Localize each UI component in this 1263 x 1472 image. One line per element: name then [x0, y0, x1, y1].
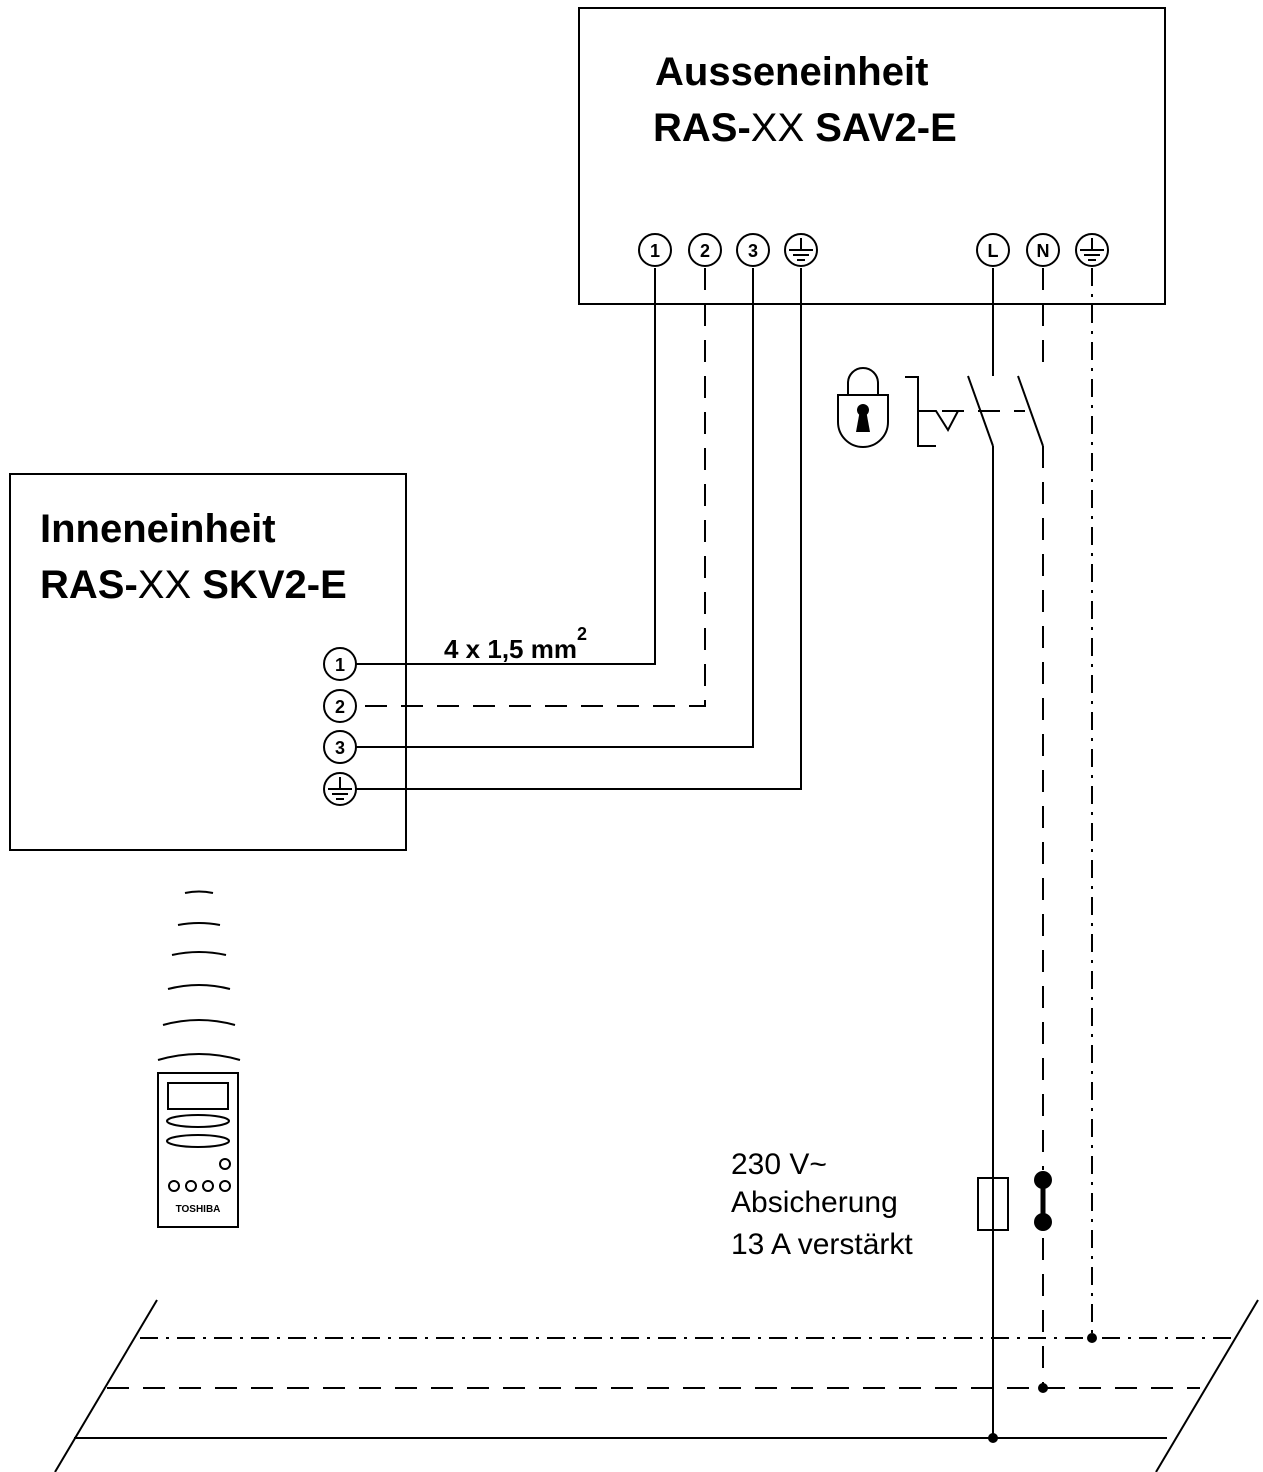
svg-text:N: N [1037, 241, 1050, 261]
remote-control-icon: TOSHIBA [157, 1072, 239, 1228]
indoor-unit-model: RAS-XX SKV2-E [40, 563, 347, 607]
cable-spec: 4 x 1,5 mm2 [444, 624, 587, 664]
svg-text:2: 2 [700, 241, 710, 261]
svg-text:L: L [988, 241, 999, 261]
neutral-link-icon [1033, 1170, 1053, 1234]
outdoor-terminal-1: 1 [638, 233, 672, 267]
padlock-icon [837, 367, 889, 448]
outdoor-terminal-2: 2 [688, 233, 722, 267]
indoor-terminal-2: 2 [323, 689, 357, 723]
svg-text:1: 1 [335, 655, 345, 675]
indoor-unit-box [9, 473, 407, 851]
outdoor-terminal-l: L [976, 233, 1010, 267]
wire-ground [356, 268, 802, 790]
indoor-unit-title: Inneneinheit [40, 507, 276, 551]
ground-icon [1075, 233, 1109, 267]
svg-text:2: 2 [335, 697, 345, 717]
isolator-switch [905, 375, 1044, 447]
fuse-icon [977, 1177, 1009, 1231]
svg-text:1: 1 [650, 241, 660, 261]
indoor-terminal-1: 1 [323, 647, 357, 681]
wire-3 [356, 268, 754, 748]
remote-brand: TOSHIBA [176, 1204, 221, 1215]
svg-text:3: 3 [335, 738, 345, 758]
indoor-terminal-3: 3 [323, 730, 357, 764]
wire-2 [356, 268, 706, 707]
supply-voltage: 230 V~ [731, 1148, 827, 1181]
outdoor-unit-title: Ausseneinheit [655, 50, 928, 94]
signal-waves-icon [157, 890, 241, 1061]
supply-fuse-rating: 13 A verstärkt [731, 1228, 913, 1261]
ground-icon [784, 233, 818, 267]
wire-1 [356, 268, 656, 665]
outdoor-unit-model: RAS-XX SAV2-E [653, 106, 957, 150]
mains-bus [54, 1299, 1259, 1472]
svg-text:3: 3 [748, 241, 758, 261]
outdoor-unit-box [578, 7, 1166, 305]
outdoor-terminal-3: 3 [736, 233, 770, 267]
supply-fuse-label: Absicherung [731, 1186, 898, 1219]
outdoor-terminal-n: N [1026, 233, 1060, 267]
ground-icon [323, 772, 357, 806]
